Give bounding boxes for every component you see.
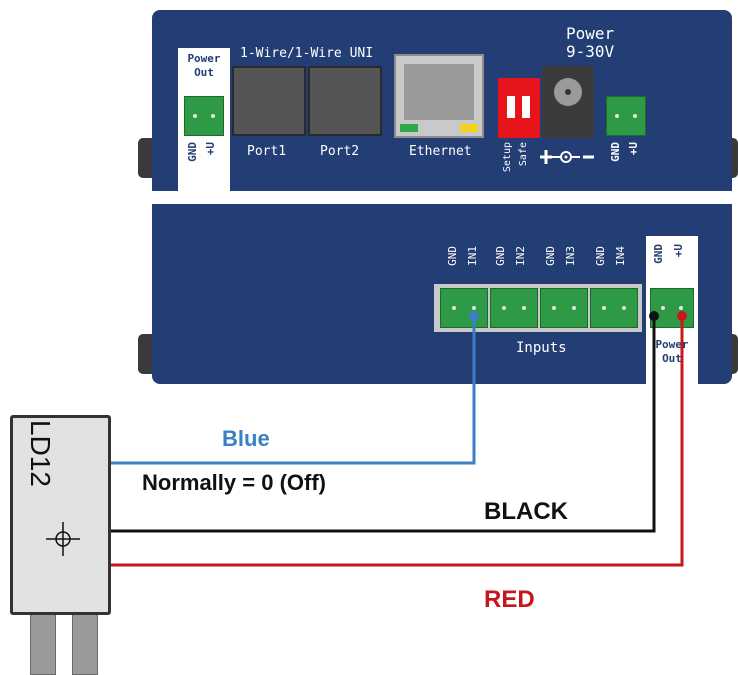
power-out-terminal <box>184 96 224 136</box>
blue-wire <box>111 318 476 465</box>
input-terminal-4 <box>590 288 638 328</box>
sensor-body <box>10 415 111 615</box>
red-wire-label: RED <box>484 586 535 613</box>
setup-safe-dip-switch[interactable] <box>498 78 540 138</box>
black-wire-terminal-dot <box>649 311 659 321</box>
black-wire <box>111 318 656 533</box>
onewire-label: 1-Wire/1-Wire UNI <box>240 46 374 61</box>
top-panel-mount-right <box>728 138 738 178</box>
top-panel-mount-left <box>138 138 154 178</box>
bottom-panel-mount-right <box>728 334 738 374</box>
input-terminal-3 <box>540 288 588 328</box>
power-out-label-bottom: Power Out <box>655 338 689 365</box>
ethernet-port[interactable] <box>394 54 484 138</box>
inputs-label: Inputs <box>516 340 567 356</box>
port2-label: Port2 <box>320 144 360 159</box>
bottom-panel-mount-left <box>138 334 154 374</box>
dc-power-jack[interactable] <box>542 66 594 138</box>
input-terminal-1 <box>440 288 488 328</box>
power-out-label: Power Out <box>187 52 221 79</box>
ethernet-label: Ethernet <box>409 144 472 159</box>
power-out-terminal-bottom <box>650 288 694 328</box>
power-input-terminal <box>606 96 646 136</box>
blue-wire-terminal-dot <box>469 311 479 321</box>
ethernet-link-led <box>400 124 418 132</box>
sensor-name: LD12 <box>25 420 56 487</box>
input-terminal-2 <box>490 288 538 328</box>
port2-socket[interactable] <box>308 66 382 136</box>
sensor-leg-right <box>72 610 98 675</box>
ethernet-activity-led <box>460 124 478 132</box>
power-title: Power <box>566 24 615 43</box>
port1-socket[interactable] <box>232 66 306 136</box>
red-wire <box>111 318 684 567</box>
dc-polarity-icon <box>540 150 594 164</box>
blue-wire-label: Blue <box>222 426 270 451</box>
power-voltage: 9-30V <box>566 42 615 61</box>
blue-wire-note: Normally = 0 (Off) <box>142 470 326 495</box>
port1-label: Port1 <box>247 144 287 159</box>
crosshair-icon <box>46 522 80 556</box>
black-wire-label: BLACK <box>484 498 568 525</box>
red-wire-terminal-dot <box>677 311 687 321</box>
